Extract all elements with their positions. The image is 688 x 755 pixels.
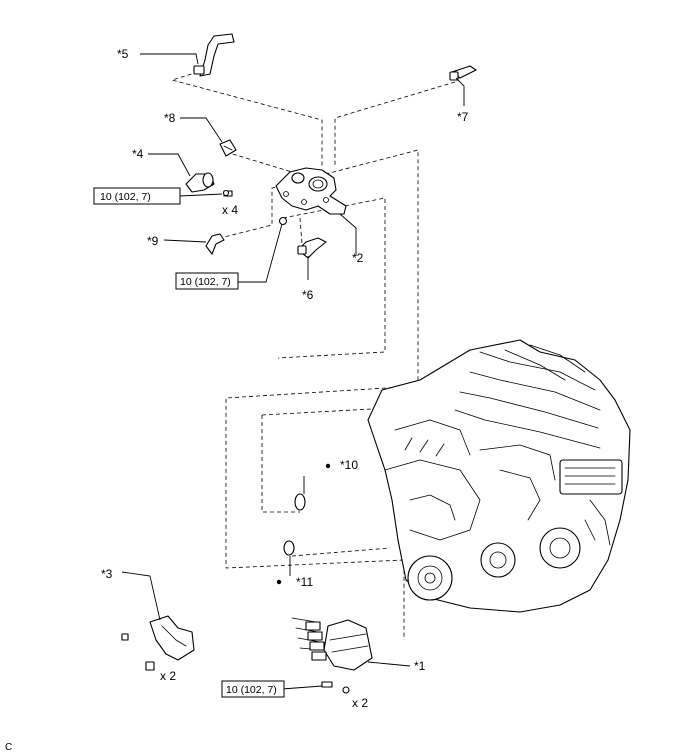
figure-code: C [5, 742, 12, 753]
part-5-hose [193, 33, 235, 77]
part-4-hose [185, 172, 215, 193]
callout-7: *7 [457, 110, 469, 124]
part-10-gasket [294, 463, 331, 511]
torque-value-1: 10 (102, 7) [100, 191, 151, 203]
part-8-clamp [219, 139, 237, 157]
part-9-hose [205, 233, 225, 255]
torque-value-3: 10 (102, 7) [226, 684, 277, 696]
callout-5: *5 [117, 47, 129, 61]
callout-10: *10 [340, 458, 358, 472]
part-2-water-housing [275, 167, 347, 215]
part-1-module [291, 617, 373, 694]
callout-2: *2 [352, 251, 364, 265]
part-7-hose [449, 65, 477, 81]
callout-9: *9 [147, 234, 159, 248]
callout-3: *3 [101, 567, 113, 581]
part-11-gasket [276, 540, 295, 585]
torque-value-2: 10 (102, 7) [180, 276, 231, 288]
callout-6: *6 [302, 288, 314, 302]
part-3-bracket [121, 615, 195, 671]
quantity-3: x 2 [352, 696, 368, 710]
torque-spec-1: 10 (102, 7) [93, 187, 181, 205]
quantity-2: x 2 [160, 669, 176, 683]
bolt-1 [222, 189, 233, 197]
callout-8: *8 [164, 111, 176, 125]
quantity-1: x 4 [222, 203, 238, 217]
callout-4: *4 [132, 147, 144, 161]
leader-lines [121, 53, 465, 690]
engine-assembly [367, 339, 631, 613]
callout-1: *1 [414, 659, 426, 673]
part-6-hose [297, 237, 327, 259]
callout-11: *11 [296, 575, 313, 589]
torque-spec-2: 10 (102, 7) [175, 272, 239, 290]
nut-1 [278, 216, 288, 226]
torque-spec-3: 10 (102, 7) [221, 680, 285, 698]
